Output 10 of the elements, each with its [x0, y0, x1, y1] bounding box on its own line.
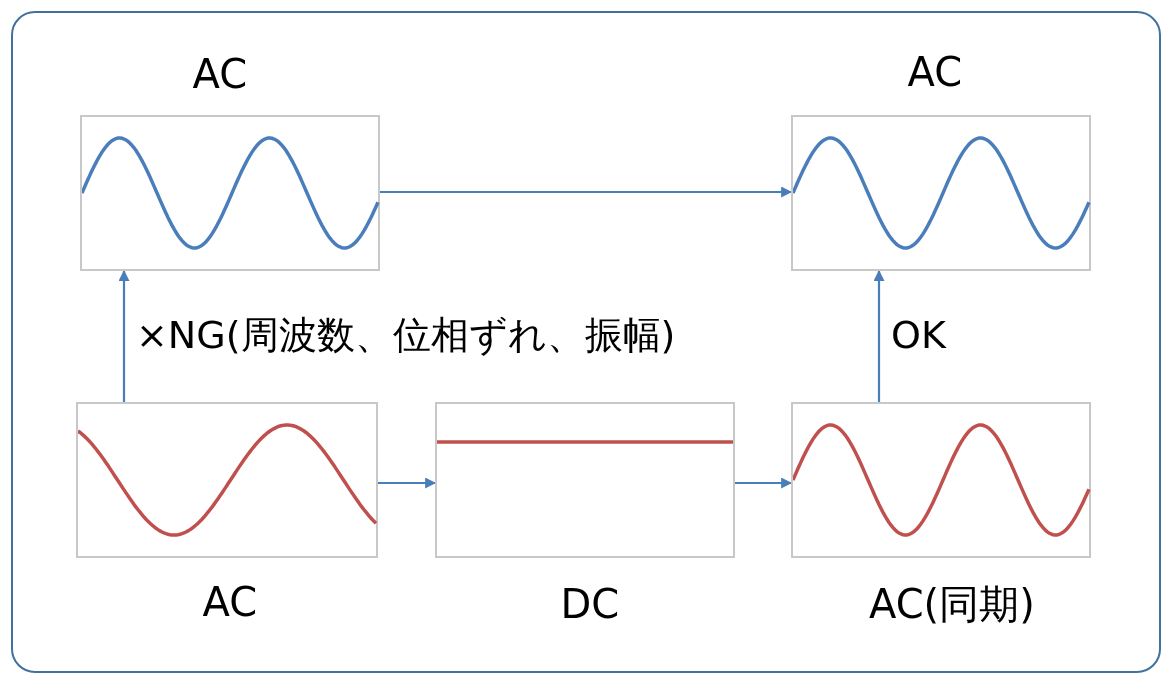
arrow: [378, 477, 437, 489]
chart-title: AC: [907, 50, 963, 94]
chart-title: AC(同期): [869, 582, 1035, 626]
chart-title: AC: [192, 52, 248, 96]
arrow: [735, 477, 793, 489]
chart-title: DC: [560, 582, 620, 626]
arrow: [380, 186, 793, 198]
arrow: [873, 269, 885, 402]
arrow: [118, 269, 130, 402]
chart-title: AC: [202, 580, 258, 624]
